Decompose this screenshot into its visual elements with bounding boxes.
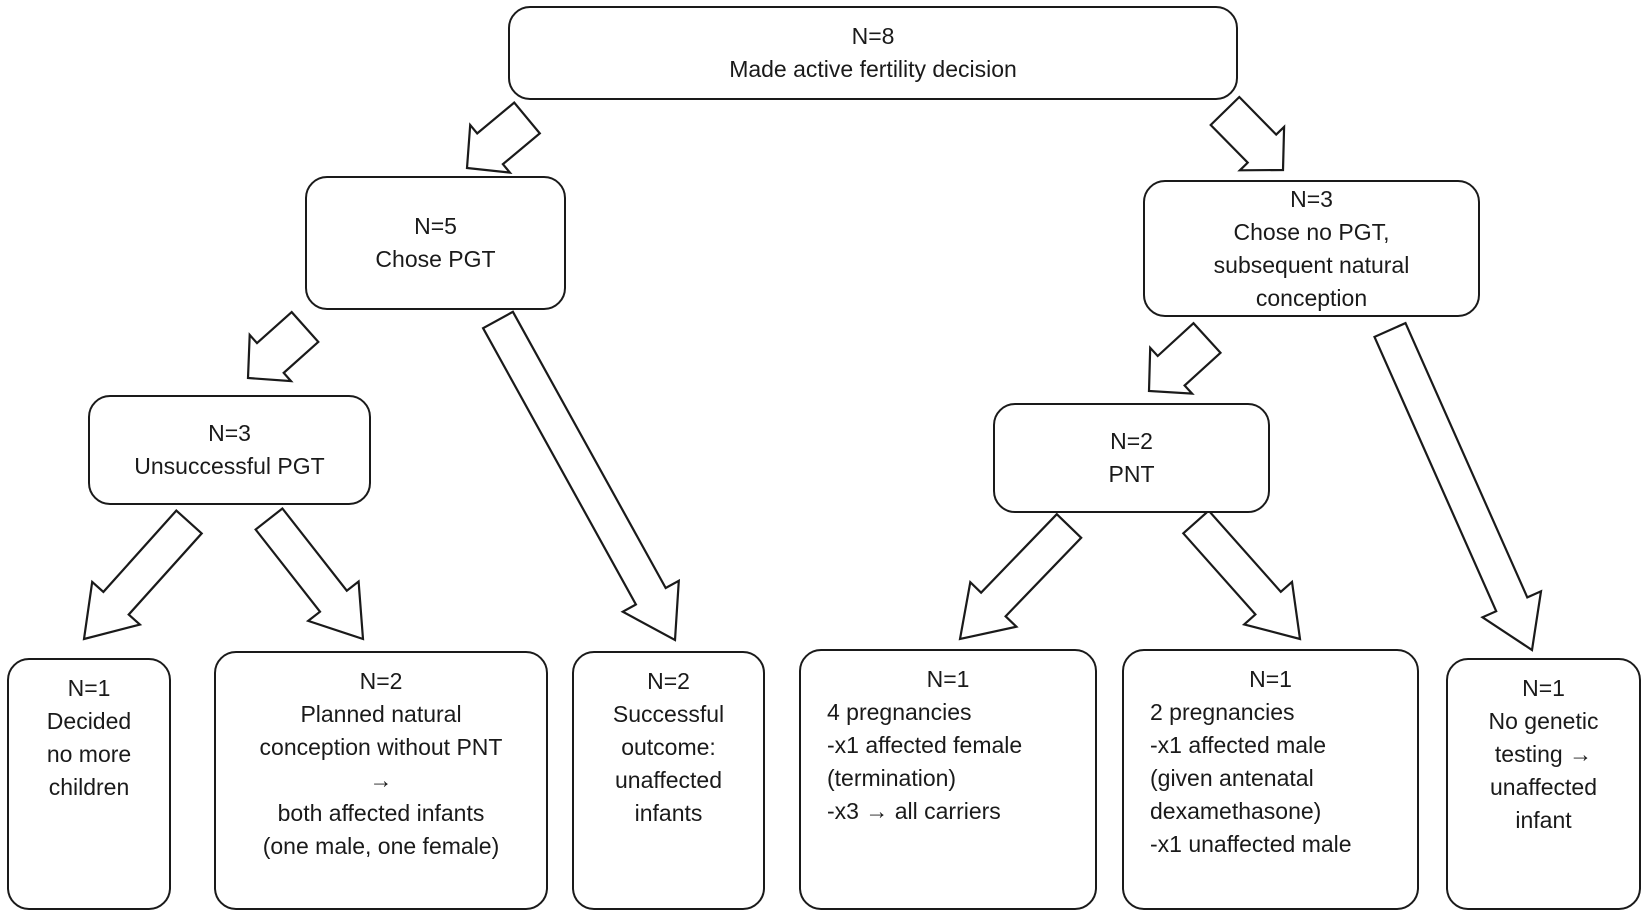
node-no-more-children-line-2: no more	[46, 741, 132, 767]
node-planned-natural-line-1: Planned natural	[300, 701, 462, 727]
node-root-count: N=8	[851, 23, 895, 49]
node-root: N=8 Made active fertility decision	[508, 6, 1238, 100]
node-unsuccessful-pgt-count: N=3	[208, 420, 251, 446]
node-planned-natural-line-3: →	[369, 767, 393, 793]
node-pnt-count: N=2	[1110, 428, 1153, 454]
node-chose-pgt: N=5 Chose PGT	[305, 176, 566, 310]
node-no-more-children-line-1: Decided	[46, 708, 132, 734]
arrow-root-to-pgt	[465, 101, 542, 174]
arrow-unsuccessful-to-planned	[254, 506, 365, 641]
node-two-pregnancies-count: N=1	[1249, 666, 1292, 692]
node-no-genetic-testing-line-2: testing →	[1494, 741, 1593, 767]
node-two-pregnancies-line-4: dexamethasone)	[1150, 798, 1322, 824]
node-chose-pgt-count: N=5	[414, 213, 457, 239]
node-no-genetic-testing: N=1 No genetic testing → unaffected infa…	[1446, 658, 1641, 910]
node-planned-natural-line-4: both affected infants	[277, 800, 485, 826]
node-chose-no-pgt-count: N=3	[1290, 185, 1333, 212]
arrow-pgt-to-successful	[481, 310, 681, 642]
node-two-pregnancies-line-3: (given antenatal	[1150, 765, 1314, 791]
node-root-label: Made active fertility decision	[729, 56, 1017, 82]
node-chose-no-pgt-line-1: Chose no PGT,	[1233, 218, 1390, 245]
node-planned-natural-count: N=2	[359, 668, 403, 694]
node-four-pregnancies-line-3: (termination)	[827, 765, 957, 791]
node-no-genetic-testing-line-3: unaffected	[1489, 774, 1597, 800]
node-successful-outcome-line-2: outcome:	[621, 734, 716, 760]
node-four-pregnancies-line-4: -x3 → all carriers	[827, 798, 1001, 824]
node-chose-pgt-label: Chose PGT	[375, 246, 496, 272]
node-no-more-children-line-3: children	[48, 774, 130, 800]
node-planned-natural-conception: N=2 Planned natural conception without P…	[214, 651, 548, 910]
node-two-pregnancies-details: 2 pregnancies -x1 affected male (given a…	[1124, 696, 1352, 861]
arrow-pnt-to-four-pregnancies	[958, 512, 1083, 641]
node-four-pregnancies: N=1 4 pregnancies -x1 affected female (t…	[799, 649, 1097, 910]
node-four-pregnancies-line-2: -x1 affected female	[827, 732, 1023, 758]
node-successful-outcome-line-3: unaffected	[614, 767, 722, 793]
node-planned-natural-line-5: (one male, one female)	[262, 833, 500, 859]
node-no-genetic-testing-line-4: infant	[1515, 807, 1572, 833]
node-successful-outcome: N=2 Successful outcome: unaffected infan…	[572, 651, 765, 910]
node-unsuccessful-pgt: N=3 Unsuccessful PGT	[88, 395, 371, 505]
node-no-more-children: N=1 Decided no more children	[7, 658, 171, 910]
node-chose-no-pgt-line-3: conception	[1255, 284, 1368, 311]
node-successful-outcome-count: N=2	[647, 668, 690, 694]
arrow-pnt-to-two-pregnancies	[1181, 509, 1302, 641]
node-two-pregnancies-line-1: 2 pregnancies	[1150, 699, 1295, 725]
node-four-pregnancies-details: 4 pregnancies -x1 affected female (termi…	[801, 696, 1022, 828]
arrow-no-pgt-to-pnt	[1147, 321, 1223, 395]
node-successful-outcome-line-1: Successful	[612, 701, 725, 727]
node-unsuccessful-pgt-label: Unsuccessful PGT	[134, 453, 325, 479]
arrow-root-to-no-pgt	[1209, 95, 1286, 172]
node-four-pregnancies-line-1: 4 pregnancies	[827, 699, 972, 725]
node-planned-natural-line-2: conception without PNT	[259, 734, 503, 760]
node-no-genetic-testing-line-1: No genetic	[1488, 708, 1599, 734]
node-no-more-children-count: N=1	[67, 675, 111, 701]
arrow-pgt-to-unsuccessful	[246, 310, 320, 383]
node-two-pregnancies-line-2: -x1 affected male	[1150, 732, 1327, 758]
node-four-pregnancies-count: N=1	[926, 666, 970, 692]
node-chose-no-pgt: N=3 Chose no PGT, subsequent natural con…	[1143, 180, 1480, 317]
node-no-genetic-testing-count: N=1	[1522, 675, 1565, 701]
node-chose-no-pgt-line-2: subsequent natural	[1213, 251, 1410, 278]
arrow-no-pgt-to-no-genetic	[1373, 321, 1543, 652]
node-pnt-label: PNT	[1108, 461, 1155, 487]
arrow-unsuccessful-to-no-more	[82, 509, 204, 641]
node-two-pregnancies-line-5: -x1 unaffected male	[1150, 831, 1352, 857]
node-successful-outcome-line-4: infants	[634, 800, 703, 826]
node-two-pregnancies: N=1 2 pregnancies -x1 affected male (giv…	[1122, 649, 1419, 910]
node-pnt: N=2 PNT	[993, 403, 1270, 513]
